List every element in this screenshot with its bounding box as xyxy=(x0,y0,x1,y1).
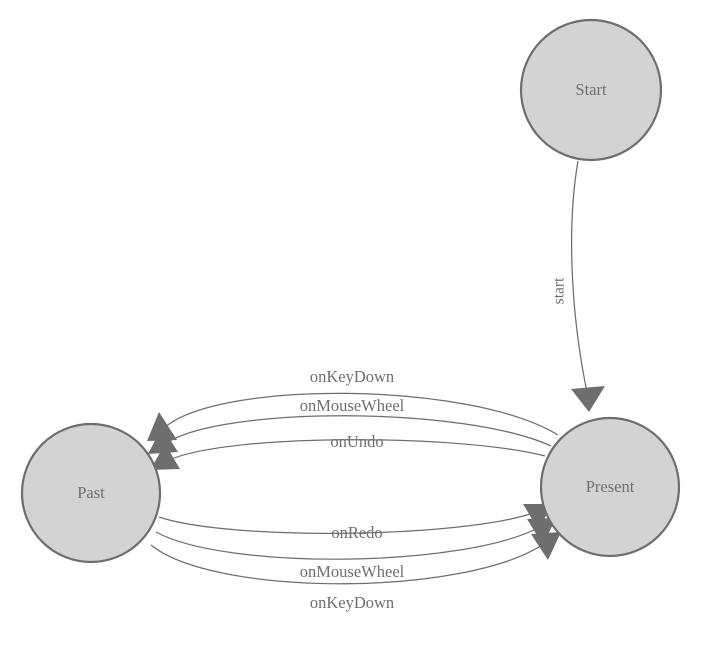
edge-path-past-present-onredo xyxy=(158,511,537,534)
edge-path-present-past-onmousewheel xyxy=(164,415,552,447)
node-present-label: Present xyxy=(586,477,635,496)
node-start[interactable]: Start xyxy=(519,18,663,162)
edge-path-start-present xyxy=(570,160,588,393)
edge-label-present-past-onkeydown: onKeyDown xyxy=(310,367,394,386)
node-start-circle xyxy=(519,18,663,162)
edge-label-past-present-onkeydown: onKeyDown xyxy=(310,593,394,612)
edge-present-to-past-onkeydown[interactable] xyxy=(147,392,559,441)
edge-present-to-past-onmousewheel[interactable] xyxy=(148,415,552,454)
arrowhead-present-past-onundo xyxy=(150,444,180,470)
edge-path-present-past-onkeydown xyxy=(162,392,559,436)
edge-label-present-past-onmousewheel: onMouseWheel xyxy=(300,396,405,415)
node-past-circle xyxy=(20,422,162,564)
arrowhead-present-past-onmousewheel xyxy=(148,427,178,454)
node-present[interactable]: Present xyxy=(539,416,681,558)
edge-past-to-present-onkeydown[interactable] xyxy=(150,532,561,585)
edge-present-to-past-onundo[interactable] xyxy=(150,439,546,470)
arrowhead-past-present-onmousewheel xyxy=(527,518,556,545)
edge-path-past-present-onkeydown xyxy=(150,542,546,585)
edge-past-to-present-onmousewheel[interactable] xyxy=(155,518,556,560)
edge-start-to-present[interactable] xyxy=(570,160,605,412)
edge-path-past-present-onmousewheel xyxy=(155,526,541,560)
node-start-label: Start xyxy=(575,80,607,99)
node-past-label: Past xyxy=(77,483,105,502)
node-present-circle xyxy=(539,416,681,558)
edge-label-present-past-onundo: onUndo xyxy=(330,432,383,451)
node-past[interactable]: Past xyxy=(20,422,162,564)
edge-path-present-past-onundo xyxy=(166,439,546,462)
arrowhead-past-present-onkeydown xyxy=(531,532,561,560)
arrowhead-present-past-onkeydown xyxy=(147,412,177,441)
arrowhead-start-present xyxy=(571,386,605,412)
edge-label-past-present-onmousewheel: onMouseWheel xyxy=(300,562,405,581)
edge-label-start: start xyxy=(551,277,568,304)
edge-label-past-present-onredo: onRedo xyxy=(331,523,382,542)
